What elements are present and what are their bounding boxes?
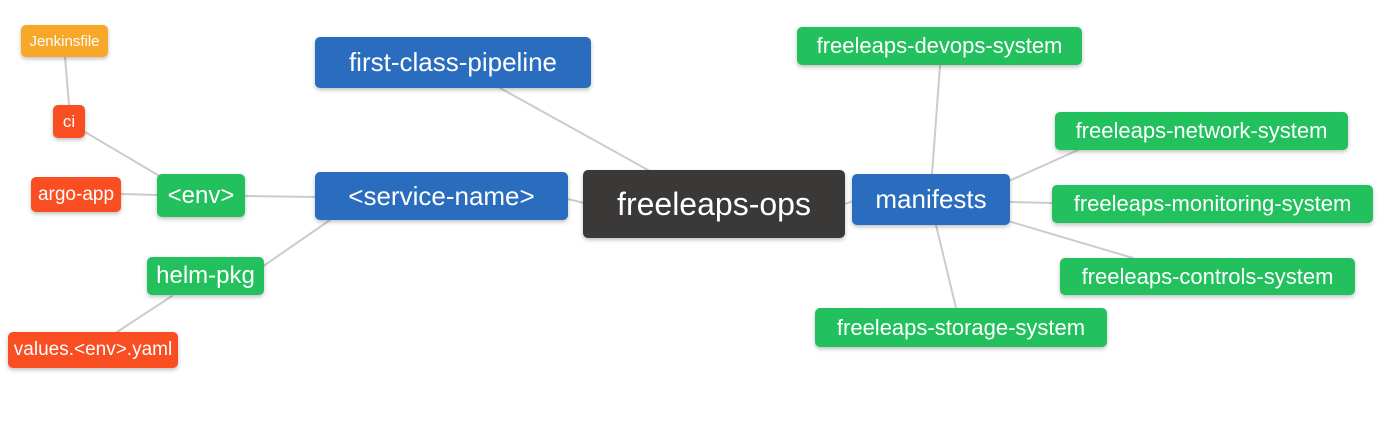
edge-manifests-devops	[931, 65, 941, 175]
node-freeleaps-storage-system[interactable]: freeleaps-storage-system	[815, 308, 1107, 347]
edge-ci-env	[84, 131, 169, 182]
node-freeleaps-controls-system[interactable]: freeleaps-controls-system	[1060, 258, 1355, 295]
edge-helm-pkg-service-name	[261, 219, 331, 268]
node-service-name[interactable]: <service-name>	[315, 172, 568, 220]
node-jenkinsfile[interactable]: Jenkinsfile	[21, 25, 108, 57]
node-freeleaps-devops-system[interactable]: freeleaps-devops-system	[797, 27, 1082, 65]
edge-env-service-name	[244, 195, 316, 198]
node-freeleaps-network-system[interactable]: freeleaps-network-system	[1055, 112, 1348, 150]
node-values-env-yaml[interactable]: values.<env>.yaml	[8, 332, 178, 368]
node-freeleaps-monitoring-system[interactable]: freeleaps-monitoring-system	[1052, 185, 1373, 223]
edge-manifests-monitoring	[1009, 201, 1053, 204]
edge-pipeline-freeleaps-ops	[499, 87, 649, 171]
node-freeleaps-ops[interactable]: freeleaps-ops	[583, 170, 845, 238]
edge-manifests-controls	[1007, 220, 1134, 259]
edge-service-freeleaps-ops	[567, 198, 585, 204]
node-env[interactable]: <env>	[157, 174, 245, 217]
edge-manifests-network	[1008, 149, 1079, 182]
node-helm-pkg[interactable]: helm-pkg	[147, 257, 264, 295]
edge-manifests-storage	[935, 224, 957, 309]
edge-jenkinsfile-ci	[64, 56, 70, 106]
node-ci[interactable]: ci	[53, 105, 85, 138]
node-first-class-pipeline[interactable]: first-class-pipeline	[315, 37, 591, 88]
node-manifests[interactable]: manifests	[852, 174, 1010, 225]
edge-freeleaps-ops-manifests	[844, 200, 854, 205]
edge-argo-app-env	[120, 193, 158, 196]
node-argo-app[interactable]: argo-app	[31, 177, 121, 212]
edge-values-helm-pkg	[116, 295, 173, 333]
